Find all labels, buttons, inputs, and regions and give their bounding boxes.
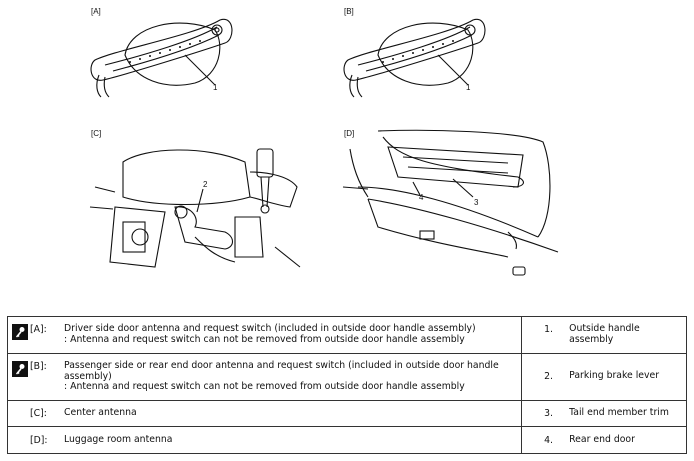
figure-d-label: [D] xyxy=(344,129,355,138)
figure-c: [C] 2 xyxy=(85,127,305,277)
part-name: Rear end door xyxy=(569,433,635,445)
part-number: 1. xyxy=(544,324,554,336)
legend-part-cell: 1. Outside handle assembly xyxy=(521,316,687,354)
figure-d: [D] 4 3 xyxy=(338,127,568,287)
legend-part-cell: 2. Parking brake lever xyxy=(521,352,687,401)
figure-b-label: [B] xyxy=(344,7,354,16)
legend-row: [D]: Luggage room antenna 4. Rear end do… xyxy=(6,426,687,454)
legend-description: Passenger side or rear end door antenna … xyxy=(64,360,499,392)
legend-part-cell: 4. Rear end door xyxy=(521,426,687,454)
legend-description: Driver side door antenna and request swi… xyxy=(64,323,476,345)
legend-key-cell: [A]: Driver side door antenna and reques… xyxy=(6,316,523,354)
legend-row: [C]: Center antenna 3. Tail end member t… xyxy=(6,399,687,428)
callout-1-b: 1 xyxy=(466,83,471,92)
legend-code: [B]: xyxy=(30,361,47,373)
center-console-drawing xyxy=(89,148,301,268)
part-number: 4. xyxy=(544,434,554,446)
legend-description: Center antenna xyxy=(64,407,137,419)
legend-key-cell: [B]: Passenger side or rear end door ant… xyxy=(6,352,523,401)
callout-2: 2 xyxy=(203,180,208,189)
figure-a-label: [A] xyxy=(91,7,101,16)
luggage-room-drawing xyxy=(342,129,559,276)
legend-key-cell: [D]: Luggage room antenna xyxy=(6,426,523,454)
part-name: Outside handle assembly xyxy=(569,323,640,345)
door-handle-drawing-b xyxy=(343,18,486,98)
key-icon xyxy=(12,324,28,341)
part-number: 2. xyxy=(544,371,554,383)
legend-code: [A]: xyxy=(30,324,47,336)
figure-a: [A] 1 xyxy=(85,5,285,100)
door-handle-drawing-a xyxy=(90,18,233,98)
callout-1-a: 1 xyxy=(213,83,218,92)
legend-key-cell: [C]: Center antenna xyxy=(6,399,523,428)
legend-table: [A]: Driver side door antenna and reques… xyxy=(6,316,687,454)
legend-row: [B]: Passenger side or rear end door ant… xyxy=(6,352,687,401)
part-number: 3. xyxy=(544,408,554,420)
figure-c-label: [C] xyxy=(91,129,102,138)
legend-code: [C]: xyxy=(30,408,47,420)
part-name: Parking brake lever xyxy=(569,370,660,382)
legend-code: [D]: xyxy=(30,434,48,446)
legend-row: [A]: Driver side door antenna and reques… xyxy=(6,316,687,354)
part-name: Tail end member trim xyxy=(569,407,669,419)
legend-description: Luggage room antenna xyxy=(64,433,173,445)
key-icon xyxy=(12,361,28,378)
figure-b: [B] 1 xyxy=(338,5,538,100)
callout-3: 3 xyxy=(474,198,479,207)
legend-part-cell: 3. Tail end member trim xyxy=(521,399,687,428)
callout-4: 4 xyxy=(419,193,424,202)
